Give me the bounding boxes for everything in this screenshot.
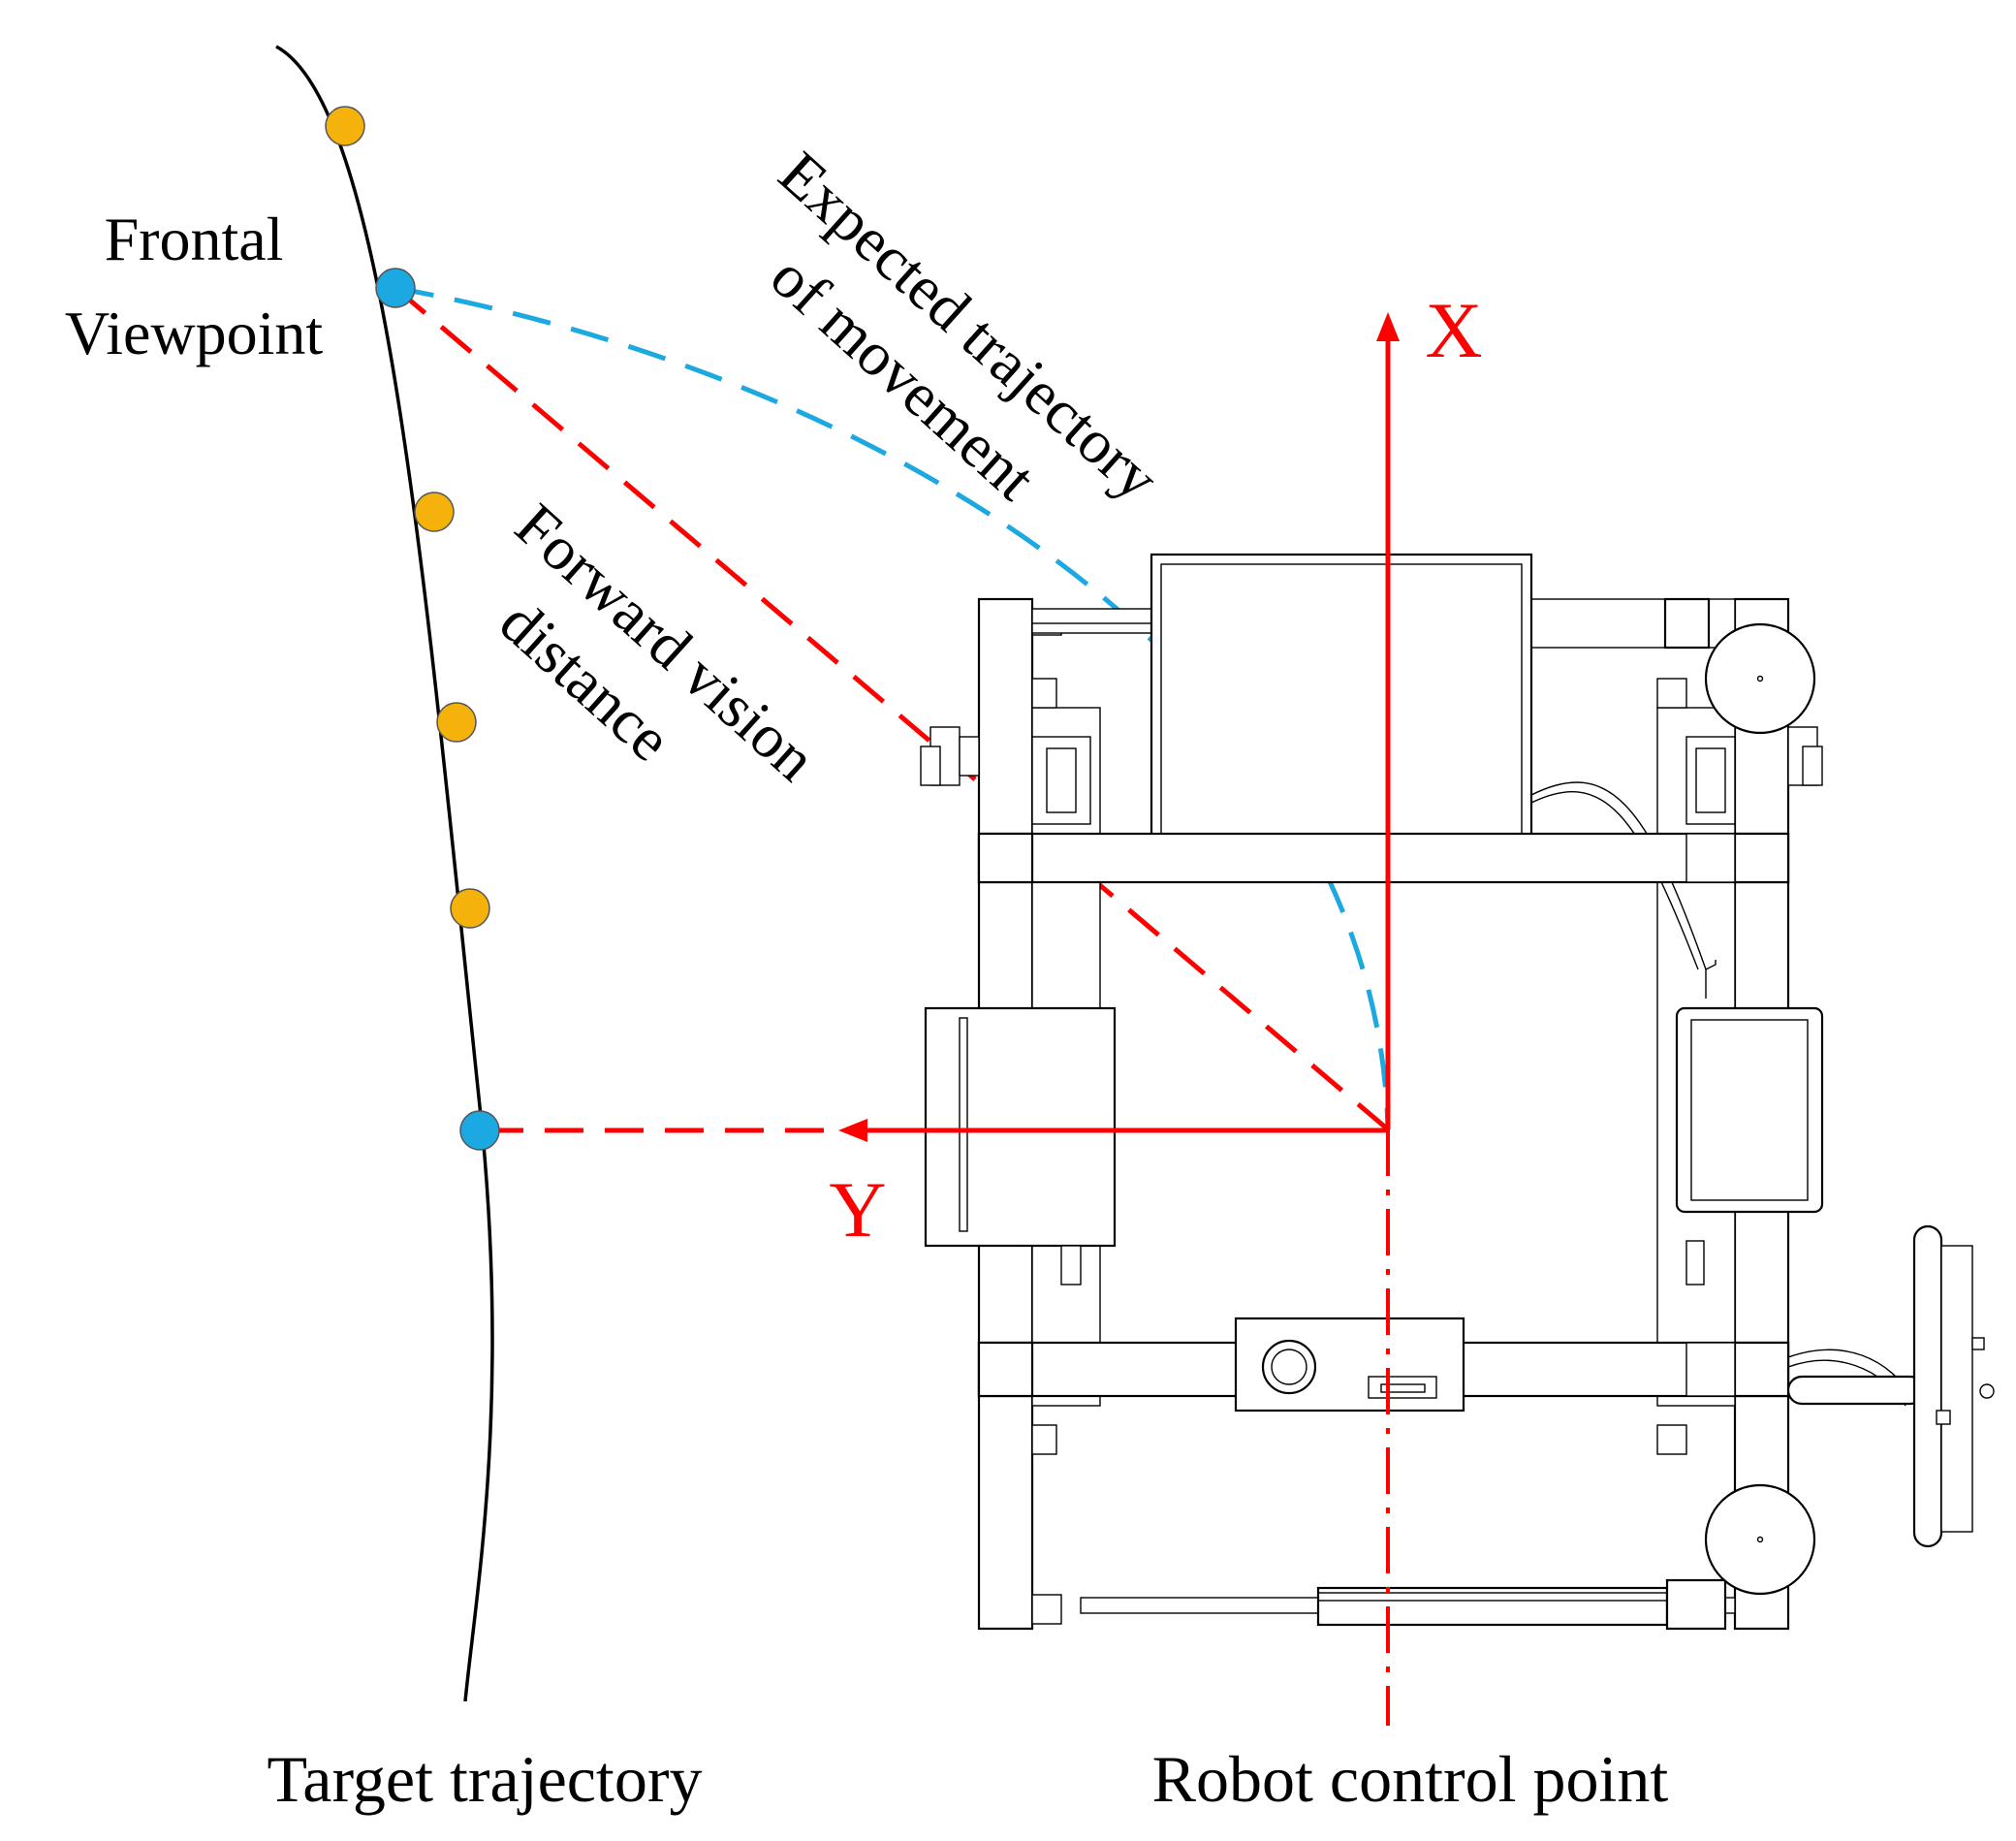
- waypoint-marker: [414, 492, 455, 532]
- frontal-viewpoint-label-2: Viewpoint: [65, 299, 324, 367]
- y-axis-label: Y: [829, 1165, 886, 1254]
- expected-trajectory-line: [394, 285, 1391, 1130]
- waypoint-marker: [450, 888, 490, 929]
- current-position-marker: [459, 1110, 500, 1151]
- y-axis-arrowhead: [838, 1119, 867, 1142]
- forward-vision-line: [394, 286, 1390, 1131]
- target-trajectory-curve: [275, 45, 494, 1702]
- waypoint-marker: [325, 106, 365, 146]
- x-axis-arrowhead: [1376, 312, 1400, 341]
- frontal-viewpoint-marker: [375, 268, 416, 308]
- frontal-viewpoint-label: Frontal: [105, 205, 284, 273]
- x-axis-label: X: [1425, 286, 1482, 374]
- robot-control-point-label: Robot control point: [1152, 1742, 1669, 1816]
- target-trajectory-label: Target trajectory: [268, 1742, 703, 1816]
- robot-top-view: [920, 553, 1995, 1631]
- waypoint-marker: [436, 702, 477, 743]
